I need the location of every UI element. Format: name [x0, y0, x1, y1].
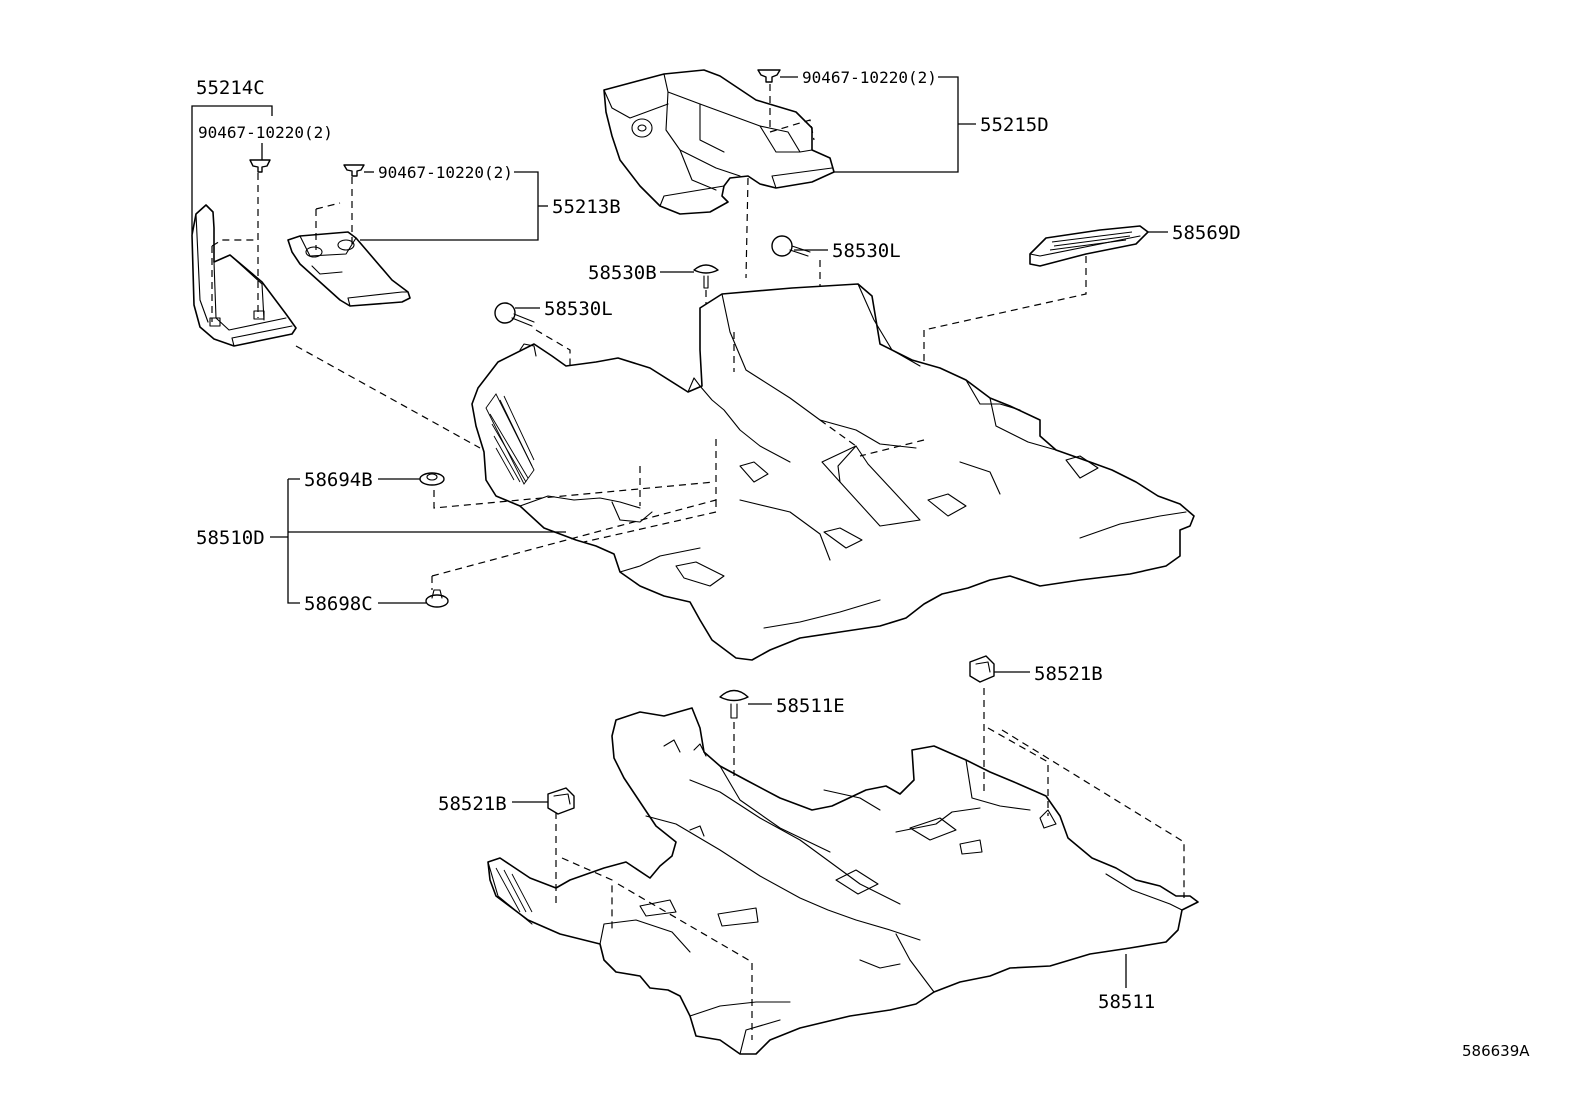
label-58530L-left: 58530L	[544, 298, 613, 320]
label-58698C: 58698C	[304, 593, 373, 615]
scuff-plate-58569D	[1029, 225, 1149, 267]
label-55214C: 55214C	[196, 77, 265, 99]
carpet-58510D	[471, 283, 1195, 661]
clip-58694B	[419, 472, 445, 486]
label-58511E: 58511E	[776, 695, 845, 717]
fastener-58530B	[693, 264, 719, 289]
label-58694B: 58694B	[304, 469, 373, 491]
clip-90467-c	[757, 69, 781, 83]
label-55213B: 55213B	[552, 196, 621, 218]
label-90467-10220-a: 90467-10220(2)	[198, 123, 333, 142]
clip-90467-a	[249, 159, 271, 173]
label-58510D: 58510D	[196, 527, 265, 549]
clip-58521B-left	[547, 787, 575, 815]
clip-90467-b	[343, 164, 365, 177]
label-90467-10220-b: 90467-10220(2)	[378, 163, 513, 182]
label-55215D: 55215D	[980, 114, 1049, 136]
label-58511: 58511	[1098, 991, 1155, 1013]
fastener-58530L-right	[771, 235, 811, 257]
carpet-58511	[487, 707, 1199, 1055]
label-58569D: 58569D	[1172, 222, 1241, 244]
fastener-58511E	[719, 689, 749, 719]
label-90467-10220-c: 90467-10220(2)	[802, 68, 937, 87]
clip-58521B-right	[969, 655, 995, 683]
leader-lines	[191, 76, 1168, 988]
label-58521B-left: 58521B	[438, 793, 507, 815]
fastener-58530L-left	[494, 302, 535, 327]
bracket-55213B	[287, 231, 411, 307]
bracket-55214C	[191, 204, 297, 347]
diagram-code: 586639A	[1462, 1042, 1530, 1060]
cover-55215D	[603, 69, 835, 215]
clip-58698C	[425, 589, 449, 608]
label-58530B: 58530B	[588, 262, 657, 284]
label-58530L-right: 58530L	[832, 240, 901, 262]
label-58521B-right: 58521B	[1034, 663, 1103, 685]
